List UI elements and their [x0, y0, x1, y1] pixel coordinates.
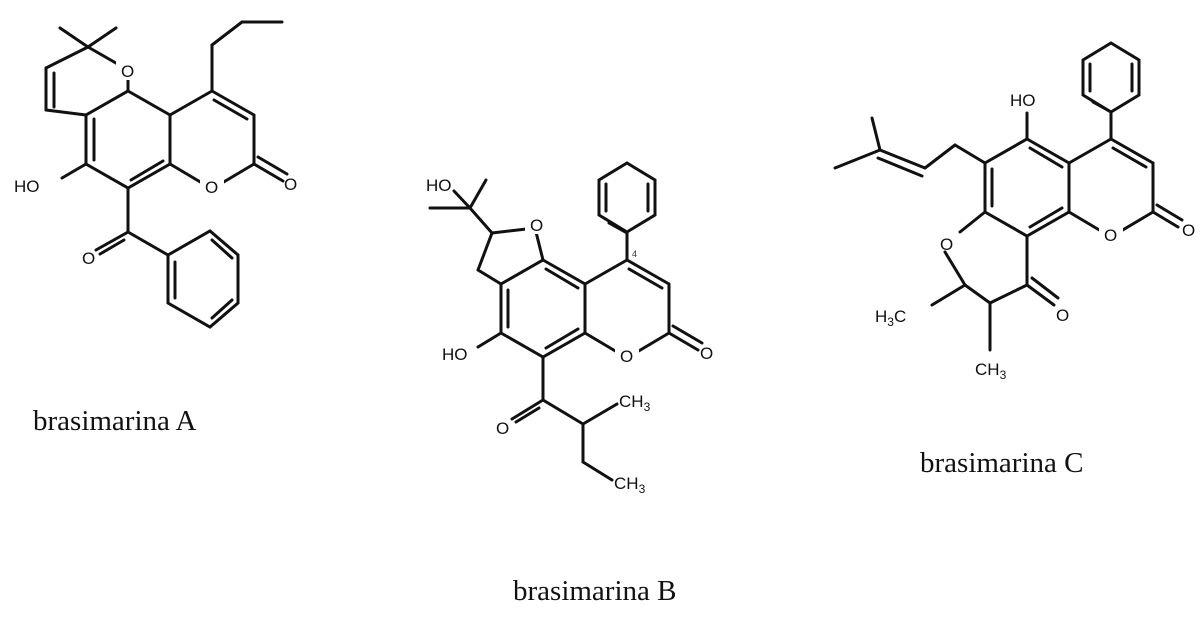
locant-label: 4 — [632, 249, 637, 259]
structure-brasimarina-b: O O O HO HO O CH3 CH3 4 brasimarina B — [426, 161, 713, 607]
methyl-label: CH3 — [614, 474, 646, 496]
methyl-label: CH3 — [619, 392, 651, 414]
oxygen-label: O — [940, 235, 953, 254]
caption-brasimarina-b: brasimarina B — [513, 575, 676, 607]
hydroxyl-label: HO — [426, 176, 452, 195]
oxygen-label: O — [496, 419, 509, 438]
hydroxyl-label: HO — [14, 177, 40, 196]
hydroxyl-label: HO — [442, 345, 468, 364]
oxygen-label: O — [82, 249, 95, 268]
oxygen-label: O — [284, 175, 297, 194]
hydroxyl-label: HO — [1010, 91, 1036, 110]
oxygen-label: O — [700, 344, 713, 363]
oxygen-label: O — [1056, 306, 1069, 325]
oxygen-label: O — [620, 347, 633, 366]
methyl-label: CH3 — [975, 360, 1007, 382]
caption-brasimarina-c: brasimarina C — [920, 447, 1083, 479]
oxygen-label: O — [530, 216, 543, 235]
oxygen-label: O — [1104, 226, 1117, 245]
structure-brasimarina-a: O O O HO O brasimarina A — [14, 20, 297, 437]
oxygen-label: O — [1182, 221, 1195, 240]
methyl-label: H3C — [875, 307, 906, 329]
oxygen-label: O — [205, 178, 218, 197]
caption-brasimarina-a: brasimarina A — [33, 405, 197, 437]
structure-brasimarina-c: O O HO O O H3C CH3 brasimarina C — [833, 41, 1195, 479]
oxygen-label: O — [121, 62, 134, 81]
